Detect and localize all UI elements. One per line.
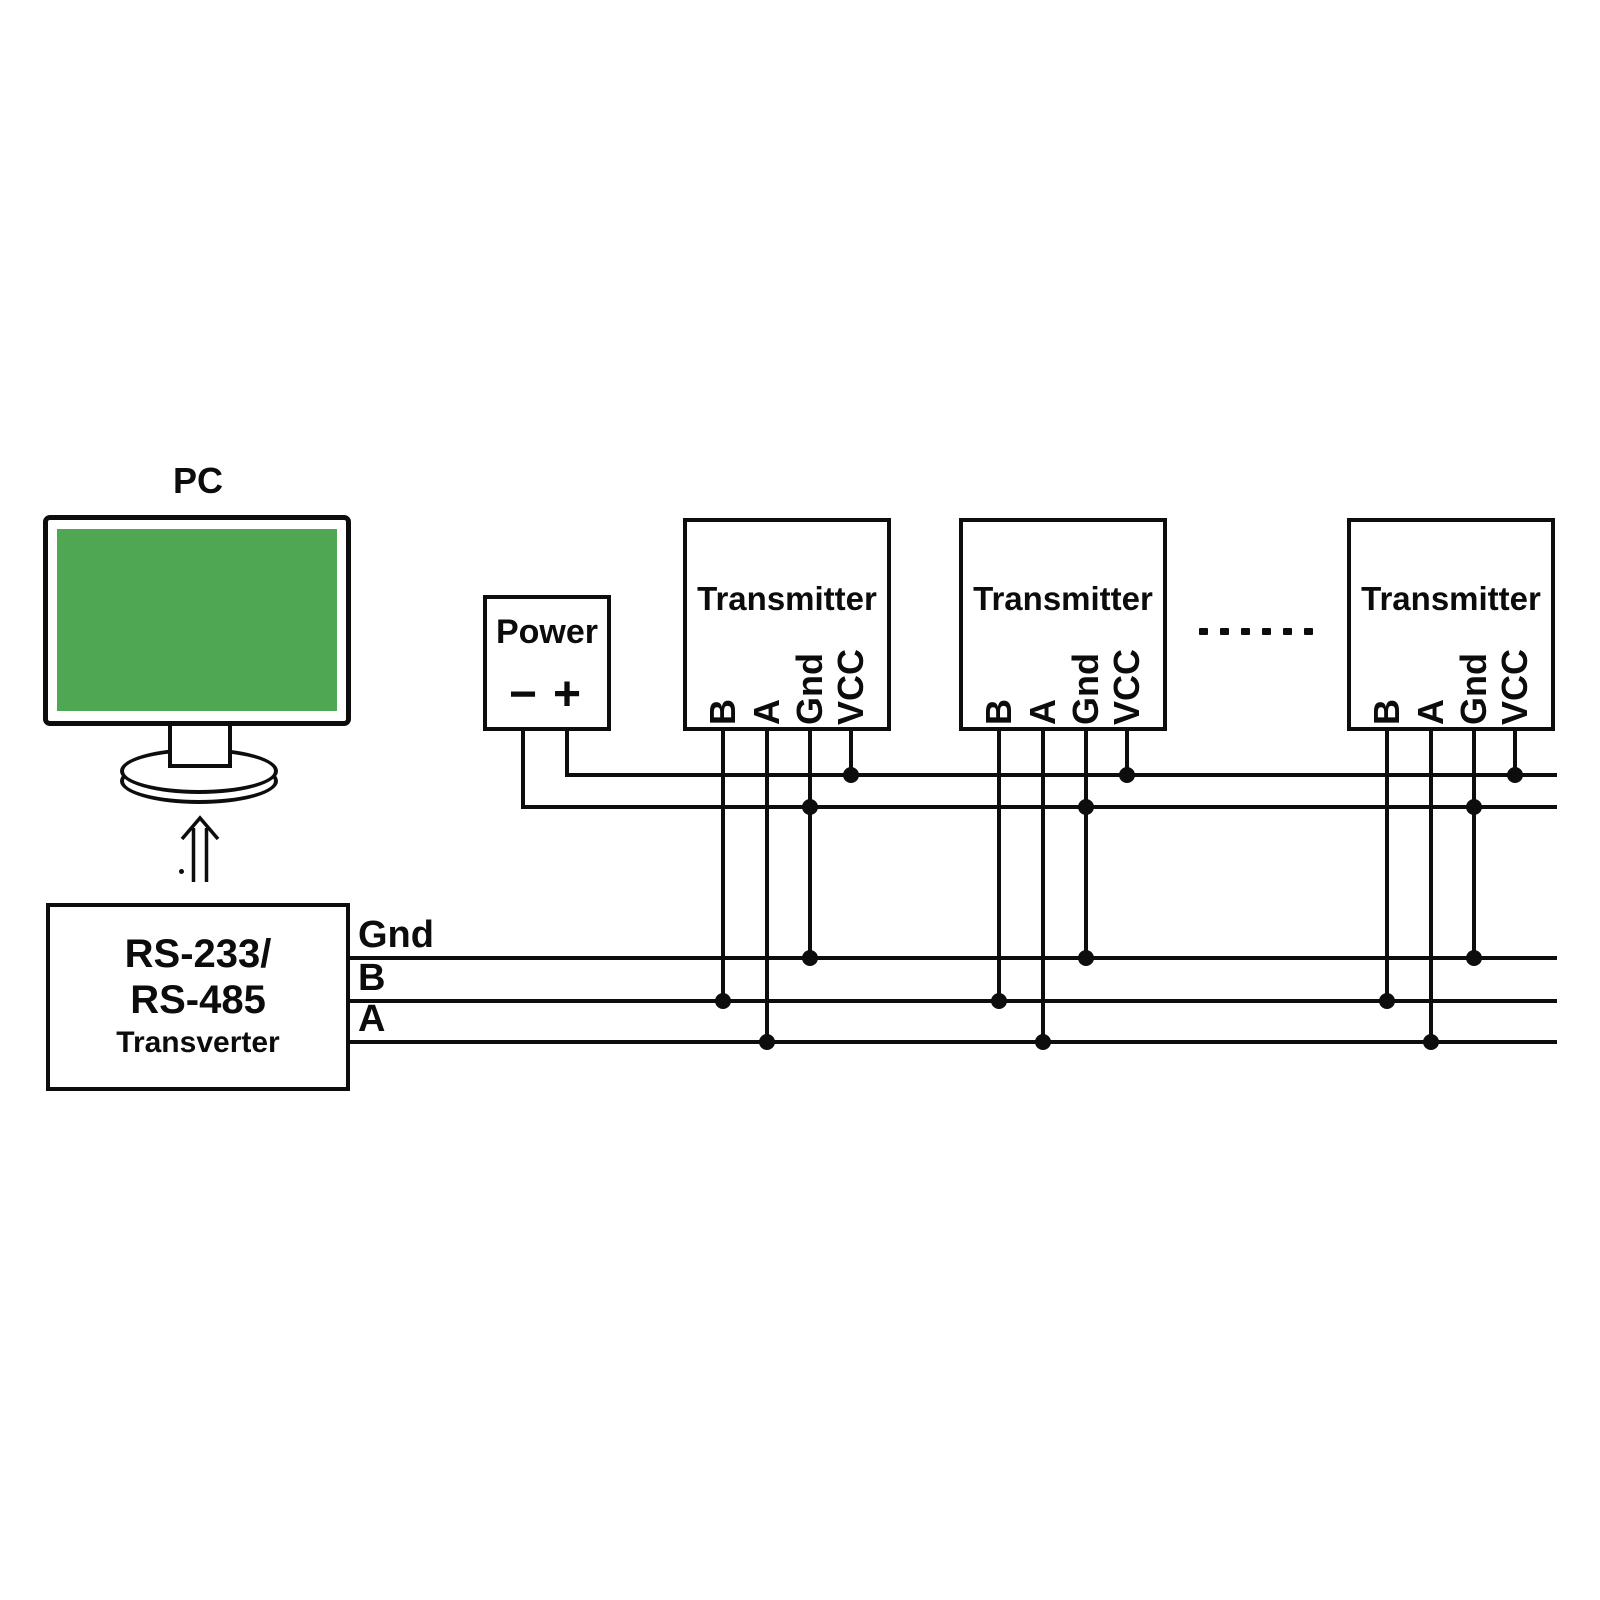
- pin-label-a: A: [1022, 699, 1063, 725]
- pc-screen: [57, 529, 337, 711]
- junction-dot: [759, 1034, 775, 1050]
- t2-pin-wire-gnd: [1084, 729, 1088, 961]
- junction-dot: [802, 799, 818, 815]
- t3-pin-wire-b: [1385, 729, 1389, 1004]
- t2-pin-wire-b: [997, 729, 1001, 1004]
- power-negative-terminal: −: [508, 668, 538, 721]
- transmitter-label: Transmitter: [973, 580, 1153, 617]
- ellipsis-dot: [1199, 628, 1208, 635]
- pin-label-b: B: [702, 699, 743, 725]
- pin-label-gnd: Gnd: [1065, 653, 1106, 725]
- power-ground-bus-line: [521, 805, 1557, 809]
- junction-dot: [1078, 799, 1094, 815]
- pin-label-b: B: [1366, 699, 1407, 725]
- transmitter-label: Transmitter: [1361, 580, 1541, 617]
- vcc-bus-line: [565, 773, 1557, 777]
- junction-dot: [715, 993, 731, 1009]
- power-label: Power: [495, 613, 599, 651]
- ellipsis-dot: [1262, 628, 1271, 635]
- a-bus-line: [348, 1040, 1557, 1044]
- a-bus-label: A: [358, 998, 386, 1040]
- t2-pin-wire-vcc: [1125, 729, 1129, 777]
- junction-dot: [1466, 950, 1482, 966]
- junction-dot: [991, 993, 1007, 1009]
- junction-dot: [1466, 799, 1482, 815]
- monitor-stand: [168, 724, 232, 768]
- junction-dot: [1078, 950, 1094, 966]
- junction-dot: [1423, 1034, 1439, 1050]
- junction-dot: [1507, 767, 1523, 783]
- t2-pin-wire-a: [1041, 729, 1045, 1045]
- ellipsis-dot: [1220, 628, 1229, 635]
- t1-pin-wire-a: [765, 729, 769, 1045]
- transverter-model-line1: RS-233/: [124, 932, 272, 976]
- ellipsis-dot: [1304, 628, 1313, 635]
- transverter-name: Transverter: [116, 1026, 280, 1059]
- junction-dot: [1035, 1034, 1051, 1050]
- pin-label-gnd: Gnd: [1453, 653, 1494, 725]
- gnd-bus-label: Gnd: [358, 914, 434, 956]
- junction-dot: [1119, 767, 1135, 783]
- b-bus-label: B: [358, 957, 386, 999]
- pin-label-a: A: [746, 699, 787, 725]
- power-positive-terminal: +: [552, 668, 582, 721]
- t1-pin-wire-vcc: [849, 729, 853, 777]
- arrow-speck: [179, 869, 184, 874]
- up-arrow-icon: [180, 815, 220, 882]
- ellipsis-dot: [1283, 628, 1292, 635]
- transverter-box: RS-233/ RS-485 Transverter: [46, 903, 350, 1091]
- t3-pin-wire-vcc: [1513, 729, 1517, 777]
- pc-monitor: [43, 515, 351, 726]
- b-bus-line: [348, 999, 1557, 1003]
- t3-pin-wire-a: [1429, 729, 1433, 1045]
- transmitter-box-3: Transmitter B A Gnd VCC: [1347, 518, 1555, 731]
- pin-label-b: B: [978, 699, 1019, 725]
- t1-pin-wire-b: [721, 729, 725, 1004]
- junction-dot: [843, 767, 859, 783]
- power-box: Power − +: [483, 595, 611, 731]
- pin-label-a: A: [1410, 699, 1451, 725]
- power-positive-wire: [565, 729, 569, 777]
- pin-label-gnd: Gnd: [789, 653, 830, 725]
- pin-label-vcc: VCC: [830, 648, 871, 725]
- junction-dot: [802, 950, 818, 966]
- transmitter-label: Transmitter: [697, 580, 877, 617]
- pin-label-vcc: VCC: [1106, 648, 1147, 725]
- transverter-model-line2: RS-485: [130, 978, 266, 1022]
- pc-label: PC: [172, 460, 223, 501]
- pin-label-vcc: VCC: [1494, 648, 1535, 725]
- transmitter-box-2: Transmitter B A Gnd VCC: [959, 518, 1167, 731]
- junction-dot: [1379, 993, 1395, 1009]
- t1-pin-wire-gnd: [808, 729, 812, 961]
- power-negative-wire: [521, 729, 525, 809]
- gnd-bus-line: [348, 956, 1557, 960]
- transmitter-box-1: Transmitter B A Gnd VCC: [683, 518, 891, 731]
- ellipsis-dot: [1241, 628, 1250, 635]
- t3-pin-wire-gnd: [1472, 729, 1476, 961]
